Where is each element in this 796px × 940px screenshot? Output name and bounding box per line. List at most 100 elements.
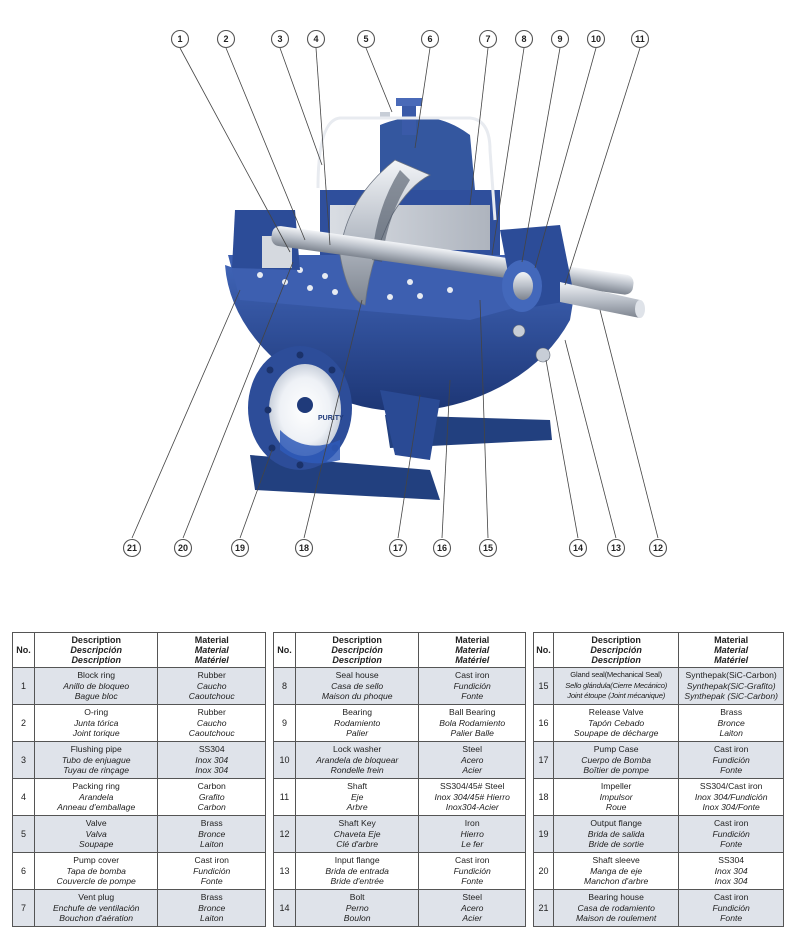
callout-9: 9 [550,29,570,49]
description-fr: Soupape [78,839,114,850]
description-fr: Joint étoupe (Joint mécanique) [567,691,666,701]
callout-2: 2 [216,29,236,49]
material-es: Fundición [712,754,750,765]
material-fr: Laiton [719,728,743,739]
svg-text:5: 5 [363,34,368,44]
material-fr: Inox 304/Fonte [702,802,760,813]
part-number: 8 [273,667,296,705]
svg-text:16: 16 [437,543,447,553]
part-number: 12 [273,815,296,853]
svg-text:15: 15 [483,543,493,553]
callout-8: 8 [514,29,534,49]
description-es: Cuerpo de Bomba [581,754,652,765]
description-fr: Joint torique [72,728,120,739]
callout-7: 7 [478,29,498,49]
description-fr: Tuyau de rinçage [63,765,130,776]
description-es: Junta tórica [73,717,119,728]
callout-6: 6 [420,29,440,49]
description-en: Impeller [600,781,632,792]
description-en: Gland seal(Mechanical Seal) [570,670,662,680]
callout-15: 15 [478,538,498,558]
description-es: Anillo de bloqueo [63,680,130,691]
material-en: Brass [200,818,223,829]
description-es: Rodamiento [334,717,381,728]
header-no: No. [533,632,554,668]
material-fr: Laiton [200,913,224,924]
bolt [512,324,526,338]
description-fr: Arbre [346,802,368,813]
callout-19: 19 [230,538,250,558]
material-en: Brass [720,707,743,718]
vent-valve [380,98,422,135]
description-en: Release Valve [588,707,644,718]
description-es: Impulsor [599,791,633,802]
material-es: Inox 304 [195,754,229,765]
callout-17: 17 [388,538,408,558]
description-en: Output flange [590,818,642,829]
description-en: Vent plug [78,892,115,903]
description-es: Valva [85,828,107,839]
pump-support [380,390,440,460]
callout-11: 11 [630,29,650,49]
callout-4: 4 [306,29,326,49]
material-en: Ball Bearing [449,707,496,718]
description-en: Pump cover [73,855,120,866]
purity-logo-icon [297,397,313,413]
shaft-end [560,282,640,318]
material-en: Cast iron [194,855,229,866]
description-en: O-ring [84,707,109,718]
part-number: 17 [533,741,554,779]
header-no: No. [273,632,296,668]
part-number: 19 [533,815,554,853]
material-fr: Fonte [720,913,743,924]
description-en: Seal house [335,670,379,681]
release-valve [535,347,551,363]
svg-text:2: 2 [223,34,228,44]
description-fr: Clé d'arbre [336,839,379,850]
header-no: No. [12,632,35,668]
material-es: Acero [460,754,484,765]
part-number: 3 [12,741,35,779]
description-es: Tapón Cebado [588,717,645,728]
impeller [339,159,431,306]
description-fr: Maison de roulement [576,913,657,924]
description-en: Block ring [77,670,116,681]
pump-illustration: PURITY [225,98,645,500]
description-en: Packing ring [72,781,120,792]
description-fr: Bride d'entrée [330,876,384,887]
leader-lines [131,47,659,539]
description-es: Manga de eje [590,865,643,876]
svg-text:4: 4 [313,34,318,44]
callout-1: 1 [170,29,190,49]
description-fr: Boulon [343,913,371,924]
